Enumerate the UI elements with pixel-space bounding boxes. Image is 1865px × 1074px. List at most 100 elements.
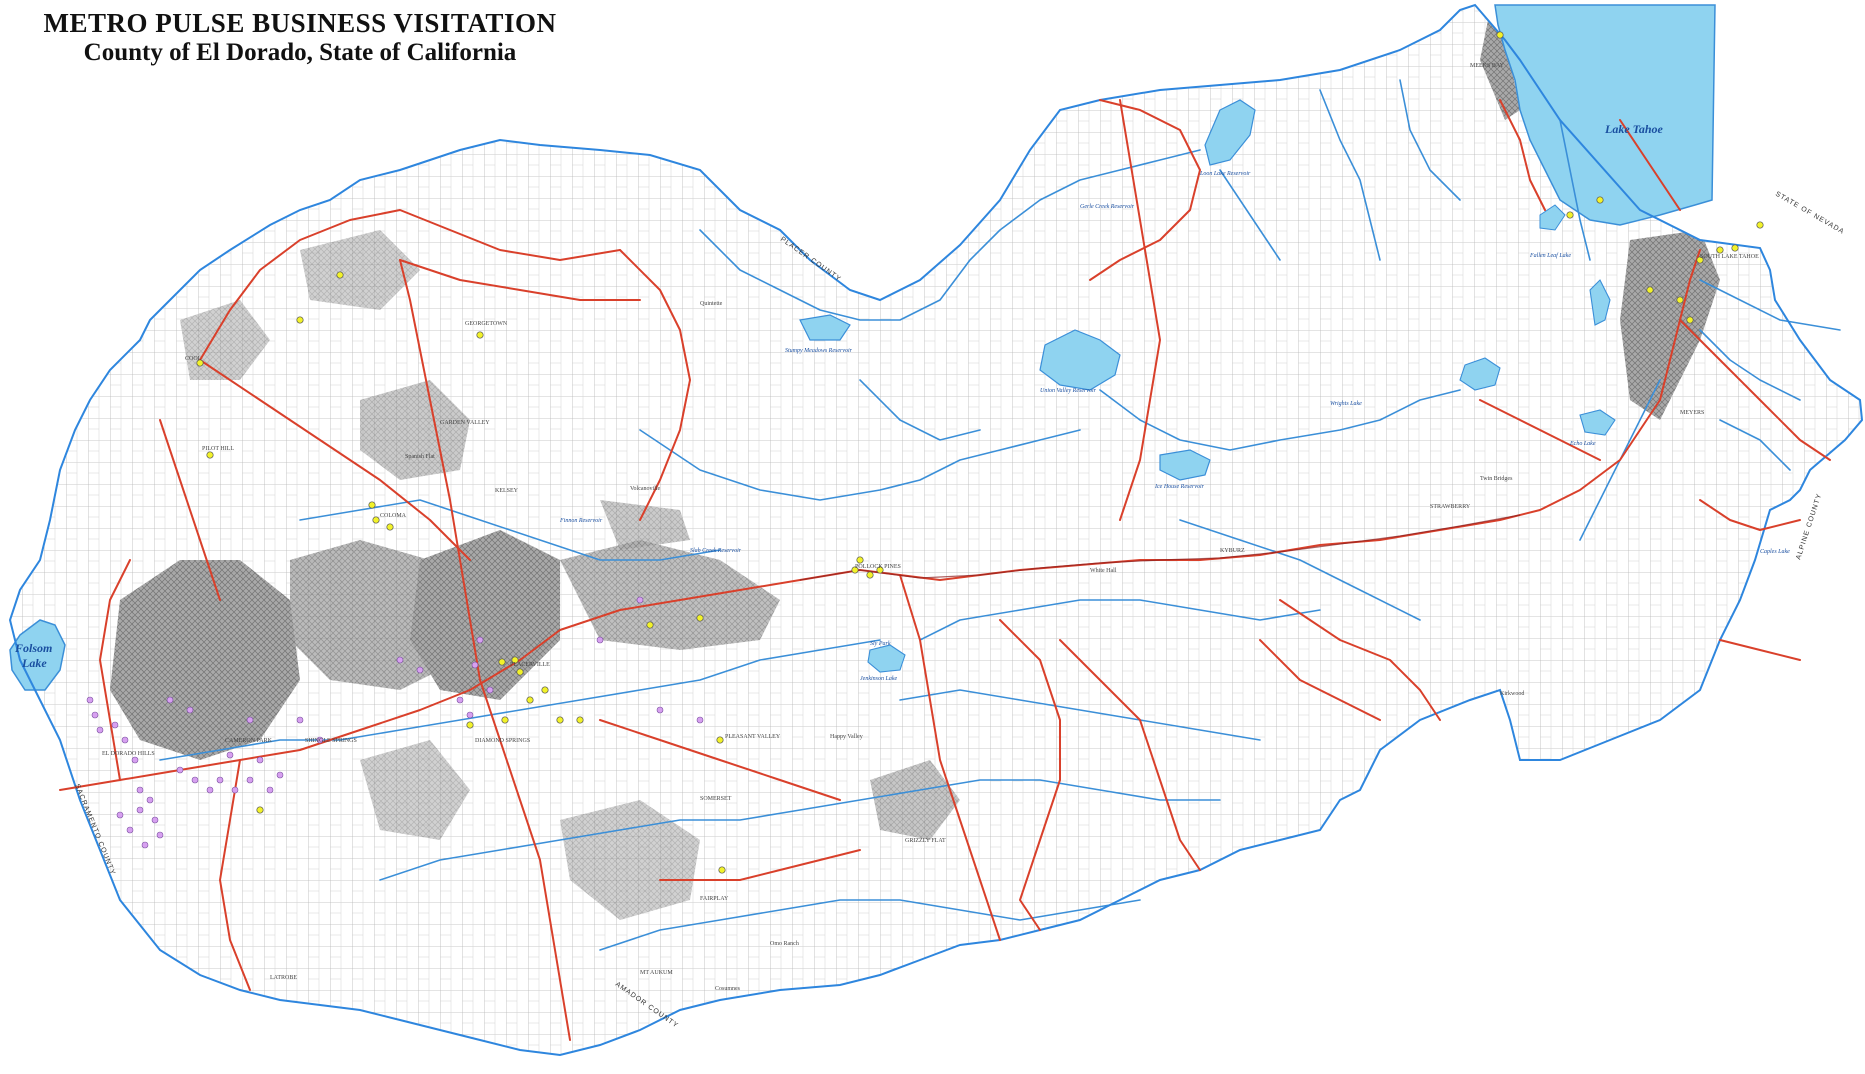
label-finnon: Finnon Reservoir — [559, 518, 603, 524]
business-marker-yellow[interactable] — [526, 696, 534, 704]
loon-lake-reservoir — [1204, 99, 1256, 166]
business-marker-purple[interactable] — [146, 796, 154, 804]
label-cool: COOL — [185, 356, 202, 362]
business-marker-purple[interactable] — [456, 696, 464, 704]
marker-group-purple — [86, 596, 704, 849]
business-marker-purple[interactable] — [91, 711, 99, 719]
business-marker-purple[interactable] — [486, 686, 494, 694]
business-marker-yellow[interactable] — [296, 316, 304, 324]
business-marker-yellow[interactable] — [1676, 296, 1684, 304]
label-lake-tahoe: Lake Tahoe — [1604, 122, 1664, 136]
business-marker-purple[interactable] — [266, 786, 274, 794]
business-marker-yellow[interactable] — [386, 523, 394, 531]
business-marker-yellow[interactable] — [511, 656, 519, 664]
label-cameron-park: CAMERON PARK — [225, 738, 273, 744]
business-marker-yellow[interactable] — [466, 721, 474, 729]
business-marker-purple[interactable] — [141, 841, 149, 849]
business-marker-purple[interactable] — [596, 636, 604, 644]
label-el-dorado-hills: EL DORADO HILLS — [102, 751, 155, 757]
business-marker-purple[interactable] — [226, 751, 234, 759]
business-marker-yellow[interactable] — [718, 866, 726, 874]
business-marker-purple[interactable] — [466, 711, 474, 719]
union-valley-reservoir — [1039, 329, 1121, 391]
label-cosumnes: Cosumnes — [715, 986, 741, 992]
business-marker-yellow[interactable] — [646, 621, 654, 629]
business-marker-yellow[interactable] — [856, 556, 864, 564]
label-south-lake-tahoe: SOUTH LAKE TAHOE — [1700, 254, 1759, 260]
business-marker-purple[interactable] — [156, 831, 164, 839]
label-kelsey: KELSEY — [495, 488, 519, 494]
business-marker-purple[interactable] — [191, 776, 199, 784]
business-marker-purple[interactable] — [256, 756, 264, 764]
business-marker-purple[interactable] — [136, 786, 144, 794]
business-marker-purple[interactable] — [231, 786, 239, 794]
business-marker-yellow[interactable] — [866, 571, 874, 579]
business-marker-yellow[interactable] — [576, 716, 584, 724]
business-marker-purple[interactable] — [206, 786, 214, 794]
business-marker-yellow[interactable] — [716, 736, 724, 744]
business-marker-yellow[interactable] — [516, 668, 524, 676]
label-white-hall: White Hall — [1090, 568, 1117, 574]
business-marker-purple[interactable] — [656, 706, 664, 714]
business-marker-yellow[interactable] — [696, 614, 704, 622]
business-marker-yellow[interactable] — [1566, 211, 1574, 219]
label-wrights-lake: Wrights Lake — [1330, 401, 1362, 407]
business-marker-purple[interactable] — [186, 706, 194, 714]
business-marker-yellow[interactable] — [851, 566, 859, 574]
label-quintette: Quintette — [700, 301, 723, 307]
business-marker-purple[interactable] — [216, 776, 224, 784]
business-marker-yellow[interactable] — [1686, 316, 1694, 324]
business-marker-purple[interactable] — [151, 816, 159, 824]
business-marker-yellow[interactable] — [556, 716, 564, 724]
business-marker-purple[interactable] — [416, 666, 424, 674]
business-marker-yellow[interactable] — [1716, 246, 1724, 254]
business-marker-purple[interactable] — [316, 736, 324, 744]
label-echo-lake: Echo Lake — [1569, 441, 1596, 447]
business-marker-purple[interactable] — [246, 776, 254, 784]
business-marker-purple[interactable] — [136, 806, 144, 814]
business-marker-yellow[interactable] — [256, 806, 264, 814]
business-marker-purple[interactable] — [471, 661, 479, 669]
business-marker-yellow[interactable] — [1646, 286, 1654, 294]
business-marker-purple[interactable] — [276, 771, 284, 779]
business-marker-purple[interactable] — [126, 826, 134, 834]
ice-house-reservoir — [1159, 449, 1211, 481]
label-meyers: MEYERS — [1680, 410, 1704, 416]
business-marker-purple[interactable] — [476, 636, 484, 644]
business-marker-purple[interactable] — [121, 736, 129, 744]
business-marker-yellow[interactable] — [372, 516, 380, 524]
label-latrobe: LATROBE — [270, 975, 297, 981]
map-title: METRO PULSE BUSINESS VISITATION — [43, 8, 557, 38]
business-marker-yellow[interactable] — [1696, 256, 1704, 264]
business-marker-purple[interactable] — [86, 696, 94, 704]
label-volcanoville: Volcanoville — [630, 486, 661, 492]
business-marker-purple[interactable] — [111, 721, 119, 729]
business-marker-purple[interactable] — [96, 726, 104, 734]
business-marker-yellow[interactable] — [1731, 244, 1739, 252]
business-marker-purple[interactable] — [166, 696, 174, 704]
business-marker-yellow[interactable] — [196, 359, 204, 367]
business-marker-purple[interactable] — [131, 756, 139, 764]
business-marker-yellow[interactable] — [501, 716, 509, 724]
business-marker-purple[interactable] — [176, 766, 184, 774]
business-marker-yellow[interactable] — [476, 331, 484, 339]
business-marker-purple[interactable] — [696, 716, 704, 724]
business-marker-yellow[interactable] — [498, 658, 506, 666]
business-marker-yellow[interactable] — [368, 501, 376, 509]
business-marker-yellow[interactable] — [541, 686, 549, 694]
business-marker-yellow[interactable] — [206, 451, 214, 459]
business-marker-yellow[interactable] — [336, 271, 344, 279]
business-marker-purple[interactable] — [246, 716, 254, 724]
business-marker-yellow[interactable] — [876, 566, 884, 574]
business-marker-purple[interactable] — [296, 716, 304, 724]
lake-aloha — [1459, 357, 1501, 391]
business-marker-purple[interactable] — [636, 596, 644, 604]
business-marker-purple[interactable] — [116, 811, 124, 819]
label-placerville: PLACERVILLE — [510, 662, 550, 668]
business-marker-yellow[interactable] — [1496, 31, 1504, 39]
business-marker-purple[interactable] — [396, 656, 404, 664]
business-marker-yellow[interactable] — [1596, 196, 1604, 204]
business-marker-yellow[interactable] — [1756, 221, 1764, 229]
label-happy-valley: Happy Valley — [830, 734, 863, 740]
